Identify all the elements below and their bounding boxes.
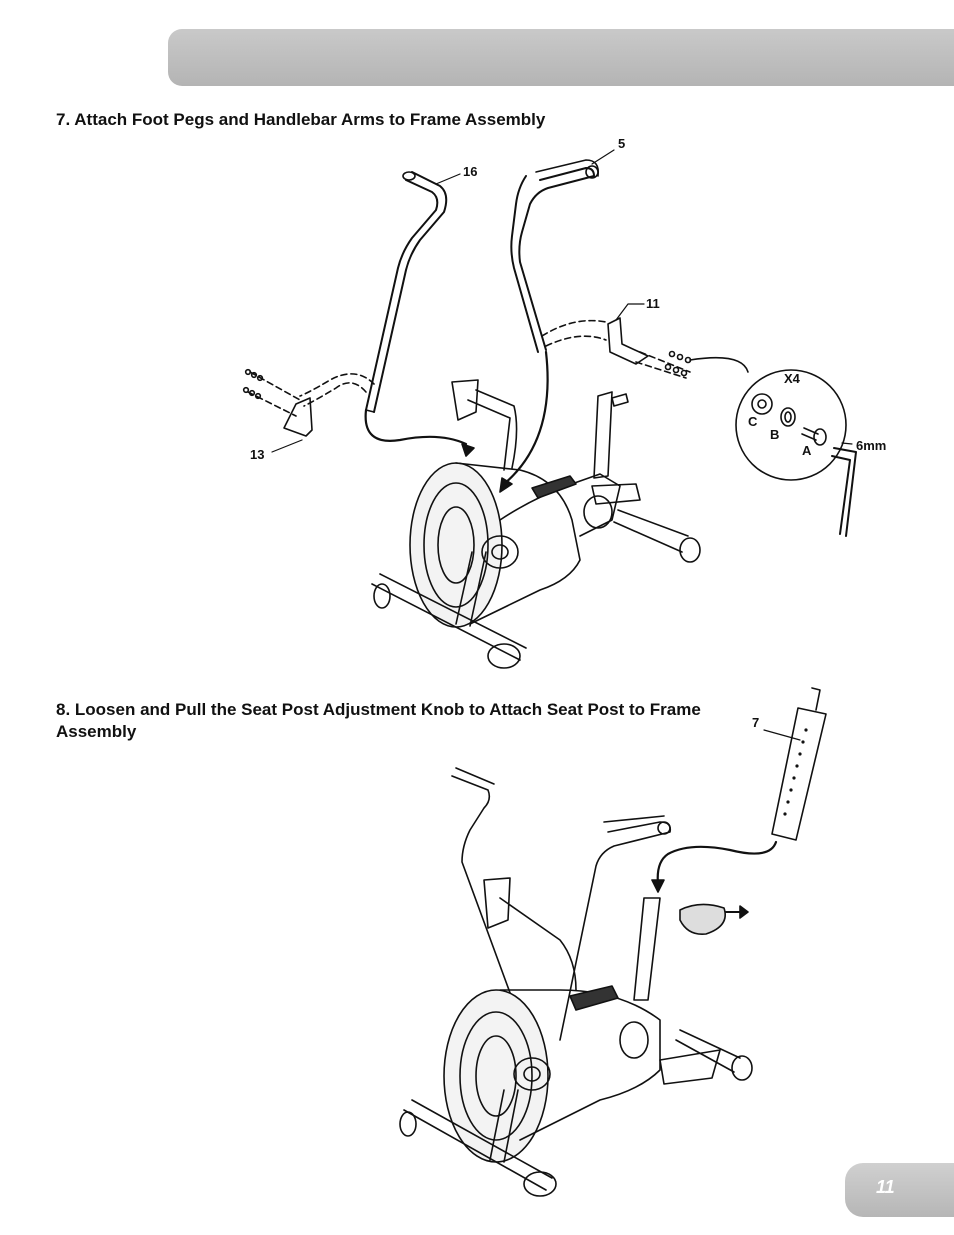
callout-7: 7 <box>752 715 760 730</box>
install-arrows <box>364 350 549 486</box>
bike-frame <box>371 379 701 669</box>
callout-c: C <box>748 414 758 429</box>
step-7-illustration <box>242 149 857 669</box>
step-7-title: 7. Attach Foot Pegs and Handlebar Arms t… <box>56 110 546 129</box>
callout-6mm: 6mm <box>856 438 887 453</box>
foot-peg-left <box>283 397 313 437</box>
seat-post <box>771 687 827 841</box>
callout-x4: X4 <box>784 371 800 386</box>
handlebar-arm-right <box>510 159 600 353</box>
bolt-set-left <box>242 368 264 400</box>
alignment-dashes <box>247 319 691 417</box>
callout-5: 5 <box>618 136 626 151</box>
header-bar <box>168 29 954 86</box>
callout-11: 11 <box>646 296 660 311</box>
hex-key <box>831 447 857 537</box>
handlebar-arm-left <box>365 171 448 413</box>
leader-lines <box>271 149 853 453</box>
hardware-detail <box>689 356 847 481</box>
step-8-illustration <box>399 687 827 1197</box>
page-number: 11 <box>876 1177 895 1197</box>
step-8-title: 8. Loosen and Pull the Seat Post Adjustm… <box>56 700 701 741</box>
callout-b: B <box>770 427 780 442</box>
callout-16: 16 <box>463 164 478 179</box>
bike-assembled <box>399 767 753 1197</box>
page-number-tab <box>845 1163 954 1217</box>
callout-a: A <box>802 443 812 458</box>
callout-13: 13 <box>250 447 265 462</box>
foot-peg-right <box>607 317 649 365</box>
knob-pull <box>679 903 749 936</box>
leader-7 <box>763 729 801 741</box>
